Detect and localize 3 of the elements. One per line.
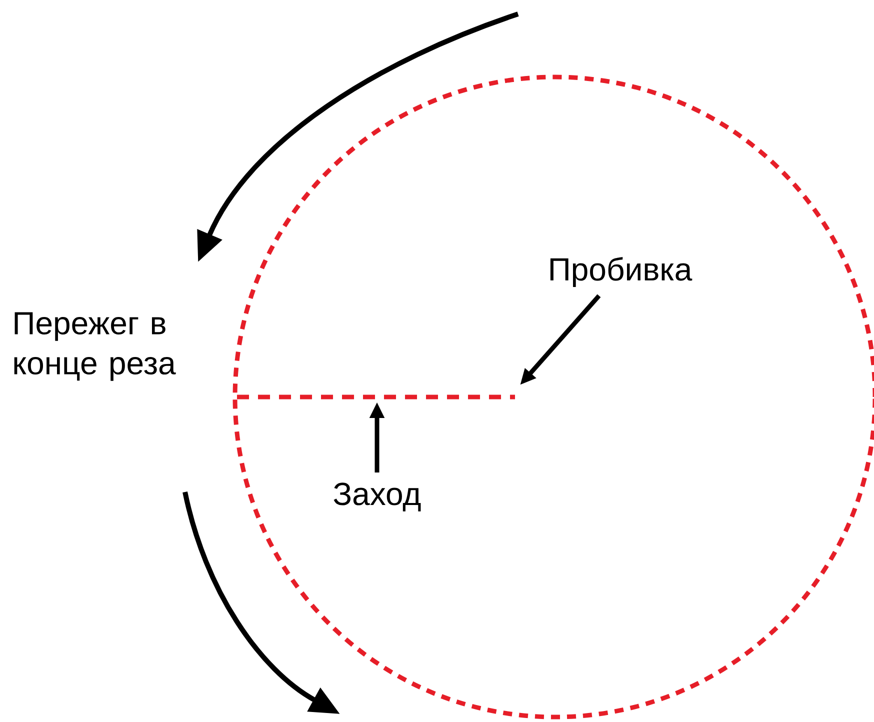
callout-text: Пробивка bbox=[550, 256, 692, 288]
note-text: Пережег в конце реза bbox=[14, 312, 176, 381]
callout-text: Заход bbox=[334, 482, 421, 512]
